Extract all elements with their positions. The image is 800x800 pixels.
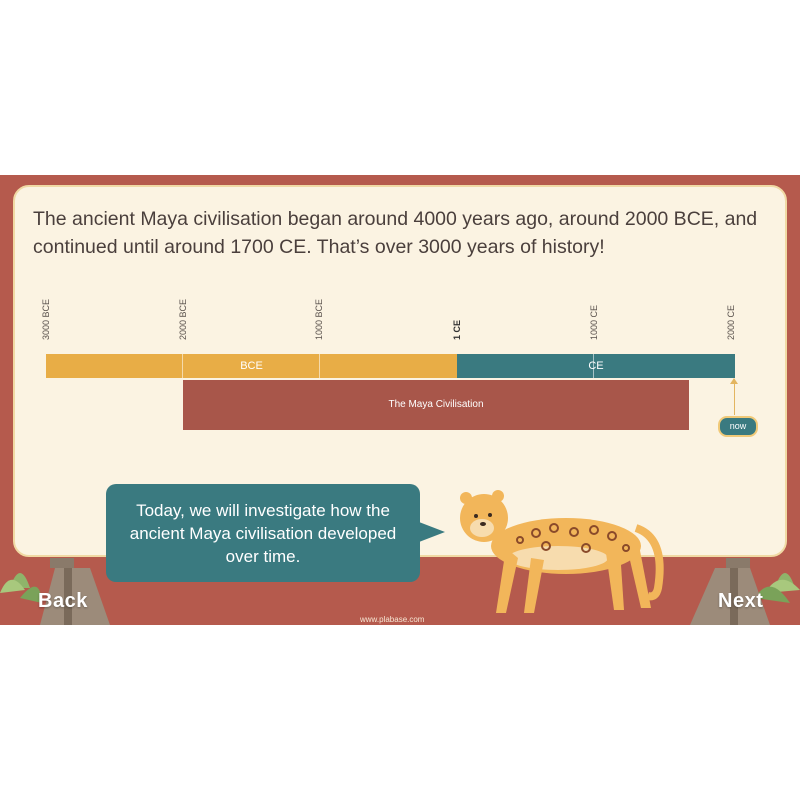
arrow-up-icon <box>730 378 738 384</box>
right-temple-decoration <box>690 558 800 625</box>
maya-civilisation-label: The Maya Civilisation <box>388 399 484 410</box>
maya-civilisation-bar: The Maya Civilisation <box>183 380 689 430</box>
timeline-divider <box>182 354 183 378</box>
tick-1-ce: 1 CE <box>452 319 462 340</box>
ce-bar: CE <box>457 354 735 378</box>
tick-2000-bce: 2000 BCE <box>178 298 188 340</box>
left-temple-decoration <box>0 558 110 625</box>
tick-1000-ce: 1000 CE <box>589 304 599 340</box>
now-badge: now <box>718 416 758 437</box>
now-pointer-line <box>734 379 735 415</box>
next-button[interactable]: Next <box>718 590 764 612</box>
bce-label: BCE <box>240 360 263 372</box>
speech-bubble: Today, we will investigate how the ancie… <box>106 484 420 582</box>
speech-text: Today, we will investigate how the ancie… <box>129 500 397 566</box>
bce-bar: BCE <box>46 354 457 378</box>
timeline-divider <box>319 354 320 378</box>
ce-label: CE <box>588 360 604 372</box>
tick-2000-ce: 2000 CE <box>726 304 736 340</box>
jaguar-illustration <box>460 490 664 613</box>
timeline-divider <box>593 354 594 378</box>
speech-bubble-tail <box>419 522 445 542</box>
tick-3000-bce: 3000 BCE <box>41 298 51 340</box>
back-button[interactable]: Back <box>38 590 88 612</box>
intro-text: The ancient Maya civilisation began arou… <box>33 208 758 258</box>
footer-url: www.plabase.com <box>360 615 425 624</box>
tick-1000-bce: 1000 BCE <box>314 298 324 340</box>
